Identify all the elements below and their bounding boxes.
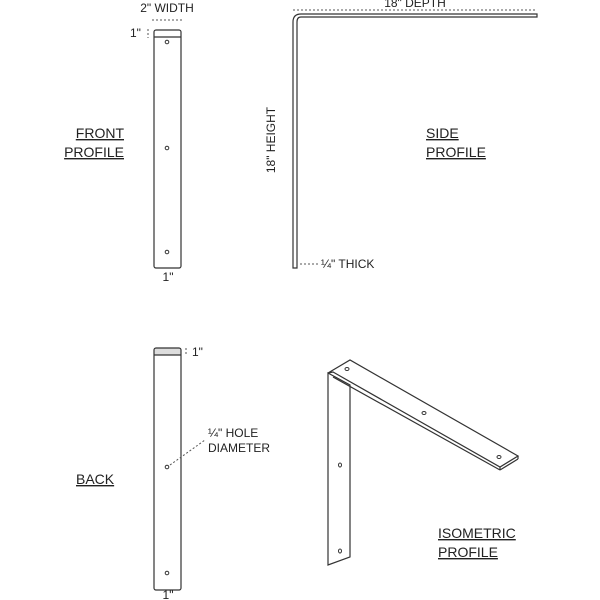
back-view: 1" ¼" HOLE DIAMETER 1" BACK [76,345,270,600]
iso-label-1: ISOMETRIC [438,525,516,541]
hole-leader [169,439,206,466]
arm-edge [499,458,519,471]
side-label-2: PROFILE [426,144,486,160]
back-top-dimension: 1" [192,345,203,359]
hole [338,462,342,468]
top-band [154,348,181,355]
back-label: BACK [76,471,115,487]
back-bracket [153,347,182,591]
isometric-profile: ISOMETRIC PROFILE [327,359,520,566]
hole [338,548,342,554]
front-bottom-dimension: 1" [163,270,174,284]
hole [421,411,427,415]
iso-vertical-leg [327,371,351,566]
front-label-1: FRONT [76,125,125,141]
side-profile: 18" DEPTH 18" HEIGHT ¼" THICK SIDE PROFI… [264,0,538,271]
front-label-2: PROFILE [64,144,124,160]
hole [164,39,170,45]
hole [164,145,170,151]
side-label-1: SIDE [426,125,459,141]
hole [164,464,170,470]
hole-label-1: ¼" HOLE [208,426,258,440]
back-bottom-dimension: 1" [163,588,174,600]
front-profile: 2" WIDTH 1" 1" FRONT PROFILE [64,1,194,284]
hole [164,249,170,255]
hole [164,570,170,576]
hole-label-2: DIAMETER [208,441,270,455]
arm-edge [332,376,501,471]
height-dimension: 18" HEIGHT [264,106,278,173]
thick-dimension: ¼" THICK [321,257,374,271]
front-top-dimension: 1" [130,26,141,40]
hole [344,367,350,371]
iso-label-2: PROFILE [438,544,498,560]
depth-dimension: 18" DEPTH [384,0,446,10]
side-bracket [292,13,538,269]
width-dimension: 2" WIDTH [140,1,194,15]
hole [496,455,502,459]
